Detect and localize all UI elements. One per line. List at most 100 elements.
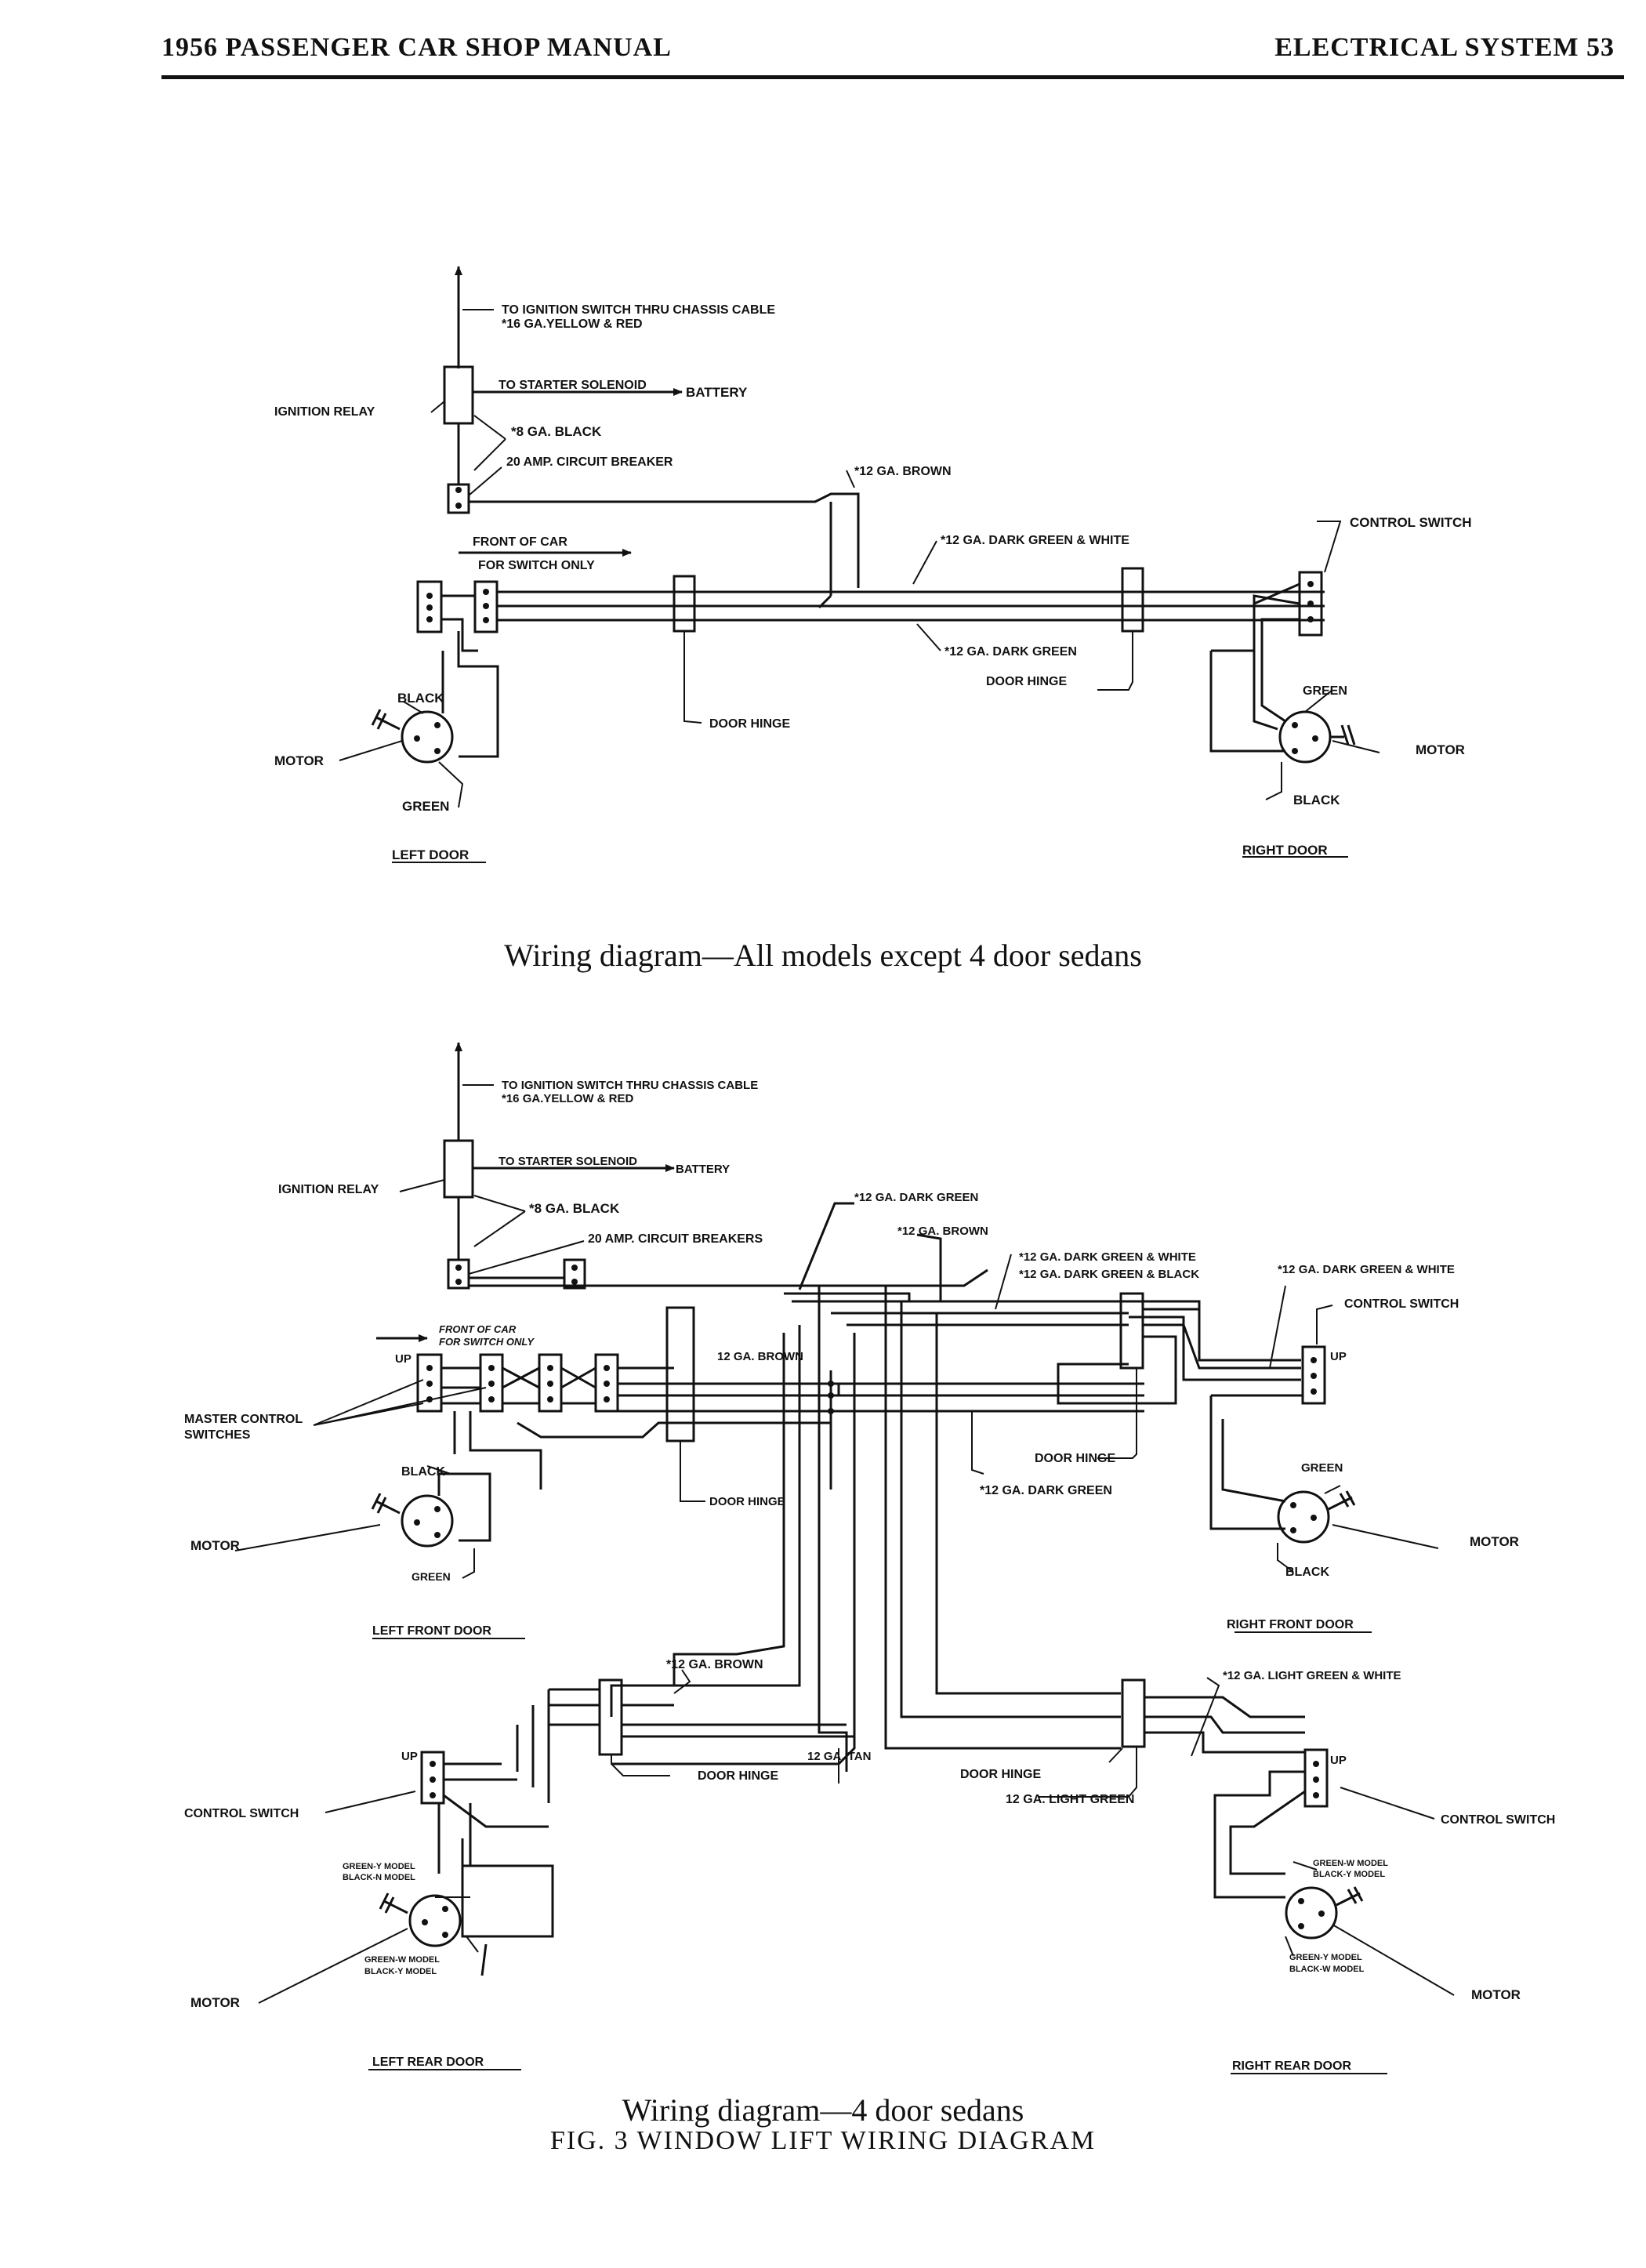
- d2-control-switch-lr: [420, 1751, 445, 1805]
- d2-master-switch-1: [416, 1353, 443, 1413]
- d2-label-right-rear-door: RIGHT REAR DOOR: [1232, 2059, 1351, 2073]
- d2-label-to-starter: TO STARTER SOLENOID: [499, 1155, 637, 1168]
- d2-dark-green-feed: [798, 1202, 854, 1290]
- d2-label-to-ignition: TO IGNITION SWITCH THRU CHASSIS CABLE: [502, 1079, 758, 1092]
- d2-label-master-control: MASTER CONTROL: [184, 1413, 303, 1426]
- d2-label-black-lf: BLACK: [401, 1465, 445, 1479]
- diagram-2-labels: TO IGNITION SWITCH THRU CHASSIS CABLE *1…: [184, 1079, 1555, 2073]
- d2-label-door-hinge-rr: DOOR HINGE: [960, 1768, 1041, 1781]
- d2-motor-lf: [401, 1494, 454, 1548]
- d2-label-motor-rr: MOTOR: [1471, 1987, 1521, 2002]
- d1-label-front-of-car: FRONT OF CAR: [473, 535, 567, 549]
- d1-label-to-starter: TO STARTER SOLENOID: [499, 379, 647, 392]
- d2-motor-lr: [408, 1894, 462, 1947]
- d1-left-motor: [401, 710, 454, 764]
- d2-label-ignition-relay: IGNITION RELAY: [278, 1183, 379, 1196]
- d2-label-breakers: 20 AMP. CIRCUIT BREAKERS: [588, 1232, 763, 1246]
- d2-label-up-lf: UP: [395, 1352, 412, 1366]
- running-header-right: ELECTRICAL SYSTEM 53: [1274, 33, 1615, 62]
- d2-label-ga12-dgw-r: *12 GA. DARK GREEN & WHITE: [1278, 1263, 1455, 1276]
- d2-label-ga16: *16 GA.YELLOW & RED: [502, 1092, 634, 1105]
- d2-label-gy-model-l: GREEN-Y MODEL: [343, 1862, 415, 1871]
- d2-master-switch-3: [538, 1353, 563, 1413]
- diagram-2-4-door-sedans: [234, 1042, 1455, 2074]
- d1-label-battery: BATTERY: [686, 385, 748, 400]
- d1-circuit-breaker: [447, 483, 470, 514]
- d2-motor-rf: [1277, 1490, 1330, 1544]
- d1-ignition-relay: [443, 365, 474, 425]
- d2-label-ga12-brown-rear: *12 GA. BROWN: [666, 1658, 763, 1671]
- d1-label-breaker: 20 AMP. CIRCUIT BREAKER: [506, 455, 673, 469]
- d2-label-door-hinge-rf: DOOR HINGE: [1035, 1452, 1115, 1465]
- d1-hinge-right: [1121, 567, 1144, 633]
- d2-motor-rr: [1285, 1886, 1338, 1940]
- d2-label-motor-lf: MOTOR: [190, 1538, 240, 1553]
- d2-label-by-model-l: BLACK-Y MODEL: [364, 1967, 437, 1976]
- d1-label-green-l: GREEN: [402, 799, 449, 814]
- d1-hinge-left: [673, 575, 696, 633]
- d2-label-front-of-car: FRONT OF CAR: [439, 1323, 517, 1335]
- d2-label-gw-model-l: GREEN-W MODEL: [364, 1955, 440, 1965]
- diagram-1-caption: Wiring diagram—All models except 4 door …: [504, 938, 1142, 973]
- d2-label-ga12-lgw: *12 GA. LIGHT GREEN & WHITE: [1223, 1669, 1401, 1682]
- d2-label-bw-model-r: BLACK-W MODEL: [1289, 1965, 1365, 1974]
- d1-label-black-l: BLACK: [397, 691, 444, 706]
- d1-label-for-switch-only: FOR SWITCH ONLY: [478, 559, 595, 572]
- d1-label-left-door: LEFT DOOR: [392, 847, 469, 862]
- d2-label-ga12-brown-top: *12 GA. BROWN: [897, 1225, 988, 1238]
- d1-label-to-ignition: TO IGNITION SWITCH THRU CHASSIS CABLE: [502, 303, 775, 317]
- d2-control-switch-rr: [1303, 1748, 1329, 1808]
- d1-label-ga16: *16 GA.YELLOW & RED: [502, 318, 643, 331]
- d2-hinge-lf: [665, 1306, 695, 1442]
- d2-label-ga12-lg: 12 GA. LIGHT GREEN: [1006, 1793, 1134, 1806]
- d2-main-harness: [792, 1300, 1129, 1326]
- d1-label-right-door: RIGHT DOOR: [1242, 843, 1328, 858]
- d2-label-black-rf: BLACK: [1285, 1566, 1329, 1579]
- d2-label-ga12-dg-mid: *12 GA. DARK GREEN: [980, 1484, 1112, 1497]
- d2-label-for-switch-only: FOR SWITCH ONLY: [439, 1336, 535, 1348]
- d2-label-control-switch-rf: CONTROL SWITCH: [1344, 1297, 1459, 1311]
- d2-label-gy-model-r: GREEN-Y MODEL: [1289, 1953, 1362, 1962]
- d1-label-green-r: GREEN: [1303, 684, 1347, 698]
- d2-label-ga12-brown-mid: 12 GA. BROWN: [717, 1350, 803, 1363]
- d2-hinge-rf: [1119, 1292, 1144, 1370]
- d2-label-ga8: *8 GA. BLACK: [529, 1201, 620, 1216]
- d1-label-ga12-dg: *12 GA. DARK GREEN: [944, 645, 1077, 659]
- d2-circuit-breaker-2: [563, 1258, 586, 1290]
- diagram-1-all-models: [339, 266, 1380, 863]
- d2-label-by-model-r: BLACK-Y MODEL: [1313, 1870, 1385, 1879]
- d1-label-door-hinge-l: DOOR HINGE: [709, 717, 790, 731]
- d2-hinge-rr: [1121, 1678, 1146, 1748]
- d2-label-right-front-door: RIGHT FRONT DOOR: [1227, 1618, 1354, 1631]
- d2-label-up-rr: UP: [1330, 1754, 1347, 1767]
- d2-label-door-hinge-lf: DOOR HINGE: [709, 1495, 785, 1508]
- d2-label-ga12-dgb: *12 GA. DARK GREEN & BLACK: [1019, 1268, 1199, 1281]
- running-header-left: 1956 PASSENGER CAR SHOP MANUAL: [161, 33, 672, 62]
- d2-label-up-lr: UP: [401, 1750, 418, 1763]
- d2-label-left-rear-door: LEFT REAR DOOR: [372, 2056, 484, 2069]
- d2-label-bn-model-l: BLACK-N MODEL: [343, 1873, 415, 1882]
- d2-label-left-front-door: LEFT FRONT DOOR: [372, 1624, 491, 1638]
- d2-label-motor-rf: MOTOR: [1470, 1534, 1519, 1549]
- d2-label-switches: SWITCHES: [184, 1428, 251, 1442]
- d2-master-switch-2: [479, 1353, 504, 1413]
- d1-label-ignition-relay: IGNITION RELAY: [274, 405, 375, 419]
- d2-label-green-rf: GREEN: [1301, 1461, 1343, 1475]
- header-rule: [161, 75, 1624, 79]
- d2-label-battery: BATTERY: [676, 1163, 730, 1176]
- d2-control-switch-rf: [1301, 1345, 1326, 1405]
- d2-label-door-hinge-lr: DOOR HINGE: [698, 1769, 778, 1783]
- d1-label-door-hinge-r: DOOR HINGE: [986, 675, 1067, 688]
- d2-ignition-relay: [443, 1139, 474, 1199]
- d2-label-green-lf: GREEN: [412, 1570, 451, 1583]
- d2-label-control-switch-rr: CONTROL SWITCH: [1441, 1813, 1555, 1827]
- d1-label-ga8: *8 GA. BLACK: [511, 424, 602, 439]
- d1-label-control-switch: CONTROL SWITCH: [1350, 515, 1472, 530]
- d2-label-ga12-tan: 12 GA. TAN: [807, 1750, 871, 1763]
- d2-label-control-switch-lr: CONTROL SWITCH: [184, 1807, 299, 1820]
- d1-harness: [497, 590, 1325, 622]
- d1-right-motor: [1278, 710, 1332, 764]
- figure-caption: FIG. 3 WINDOW LIFT WIRING DIAGRAM: [549, 2126, 1097, 2155]
